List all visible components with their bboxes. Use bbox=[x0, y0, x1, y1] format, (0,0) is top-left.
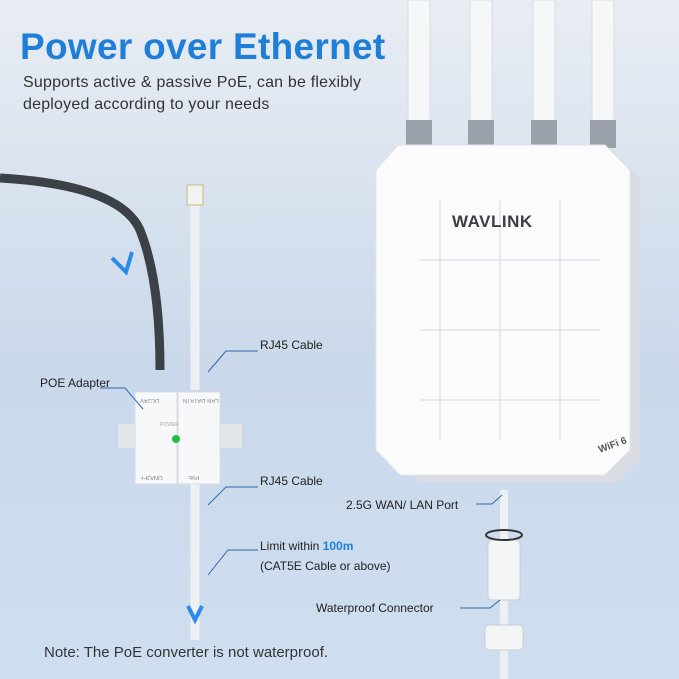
adapter-dc-label: DC24V bbox=[140, 397, 160, 403]
adapter-poe-label: PoE bbox=[188, 474, 200, 480]
subtitle-line-2: deployed according to your needs bbox=[23, 96, 270, 113]
label-rj45-bottom: RJ45 Cable bbox=[260, 474, 323, 488]
arrow-icon bbox=[110, 251, 134, 276]
label-wan-port: 2.5G WAN/ LAN Port bbox=[346, 498, 459, 512]
power-cable bbox=[0, 173, 165, 371]
limit-prefix: Limit within bbox=[260, 539, 323, 553]
router bbox=[375, 144, 640, 482]
antennas bbox=[407, 0, 615, 126]
label-limit: Limit within 100m bbox=[260, 539, 353, 553]
adapter-onoff-label: ON/OFF bbox=[140, 474, 163, 480]
router-brand-logo: WAVLINK bbox=[452, 212, 533, 231]
subtitle-line-1: Supports active & passive PoE, can be fl… bbox=[23, 74, 362, 91]
waterproof-connector bbox=[484, 529, 524, 651]
arrow-icon bbox=[186, 605, 204, 625]
adapter-power-label: POWER bbox=[160, 422, 179, 428]
label-limit-note: (CAT5E Cable or above) bbox=[260, 559, 391, 573]
limit-value: 100m bbox=[322, 539, 354, 553]
label-waterproof: Waterproof Connector bbox=[316, 601, 434, 615]
poe-adapter bbox=[118, 391, 242, 485]
label-rj45-top: RJ45 Cable bbox=[260, 338, 323, 352]
footer-note: Note: The PoE converter is not waterproo… bbox=[44, 644, 329, 661]
label-poe-adapter: POE Adapter bbox=[40, 376, 111, 390]
page-title: Power over Ethernet bbox=[20, 26, 386, 67]
adapter-lan-label: LAN DATA IN bbox=[183, 397, 219, 403]
